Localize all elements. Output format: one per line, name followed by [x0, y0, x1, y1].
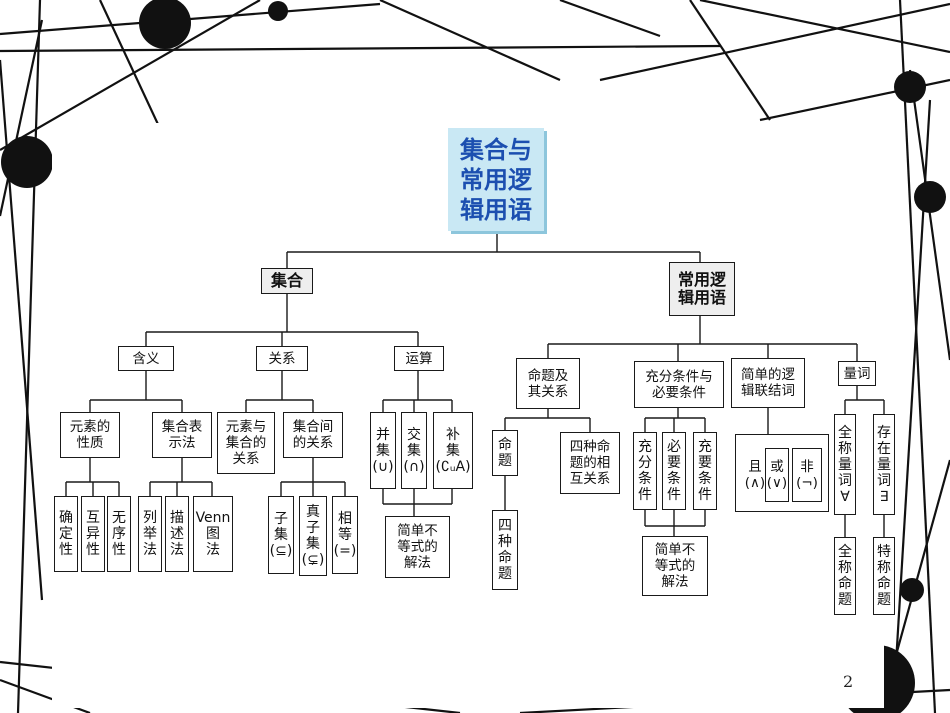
- node-four-kinds: 四 种 命 题: [492, 510, 518, 590]
- node-representation: 集合表 示法: [152, 412, 212, 458]
- node-necessary: 必 要 条 件: [662, 432, 686, 510]
- node-connectives-group: [735, 434, 829, 512]
- node-and: 且 (∧): [743, 448, 767, 502]
- node-intersection: 交 集 (∩): [401, 412, 427, 489]
- node-or: 或 (∨): [765, 448, 789, 502]
- node-not: 非 (¬): [792, 448, 822, 502]
- node-description-method: 描 述 法: [165, 496, 189, 572]
- node-equal: 相 等 (=): [332, 496, 358, 574]
- node-existential-quantifier: 存 在 量 词 ∃: [873, 414, 895, 515]
- node-between-sets: 集合间 的关系: [283, 412, 343, 458]
- page-number: 2: [843, 672, 854, 691]
- node-universal-quantifier: 全 称 量 词 ∀: [834, 414, 856, 515]
- node-connectives: 简单的逻 辑联结词: [731, 358, 805, 408]
- node-distinctness: 互 异 性: [81, 496, 105, 572]
- node-meaning: 含义: [118, 346, 174, 371]
- node-proper-subset: 真 子 集 (⊊): [299, 496, 327, 576]
- node-necessary-sufficient: 充 要 条 件: [693, 432, 717, 510]
- node-conditions: 充分条件与 必要条件: [634, 361, 724, 408]
- node-prop: 命 题: [492, 430, 518, 476]
- node-quantifiers: 量词: [838, 361, 876, 386]
- node-inequality-solution-logic: 简单不 等式的 解法: [642, 536, 708, 596]
- node-inequality-solution-set: 简单不 等式的 解法: [385, 516, 450, 578]
- node-element-properties: 元素的 性质: [60, 412, 120, 458]
- node-sufficient: 充 分 条 件: [633, 432, 657, 510]
- node-union: 并 集 (∪): [370, 412, 396, 489]
- node-existential-proposition: 特 称 命 题: [873, 537, 895, 615]
- root-node: 集合与 常用逻 辑用语: [448, 128, 544, 231]
- node-four-relation: 四种命 题的相 互关系: [560, 432, 620, 494]
- node-certainty: 确 定 性: [54, 496, 78, 572]
- node-universal-proposition: 全 称 命 题: [834, 537, 856, 615]
- node-relation: 关系: [256, 346, 308, 371]
- node-subset: 子 集 (⊆): [268, 496, 294, 574]
- node-listing-method: 列 举 法: [138, 496, 162, 572]
- node-operation: 运算: [394, 346, 444, 371]
- node-unordered: 无 序 性: [107, 496, 131, 572]
- node-complement: 补 集 (∁ᵤA): [433, 412, 473, 489]
- node-logic: 常用逻 辑用语: [669, 262, 735, 316]
- node-set: 集合: [261, 268, 313, 294]
- node-element-set-relation: 元素与 集合的 关系: [217, 412, 275, 474]
- node-proposition: 命题及 其关系: [516, 358, 580, 409]
- node-venn-method: Venn 图 法: [193, 496, 233, 572]
